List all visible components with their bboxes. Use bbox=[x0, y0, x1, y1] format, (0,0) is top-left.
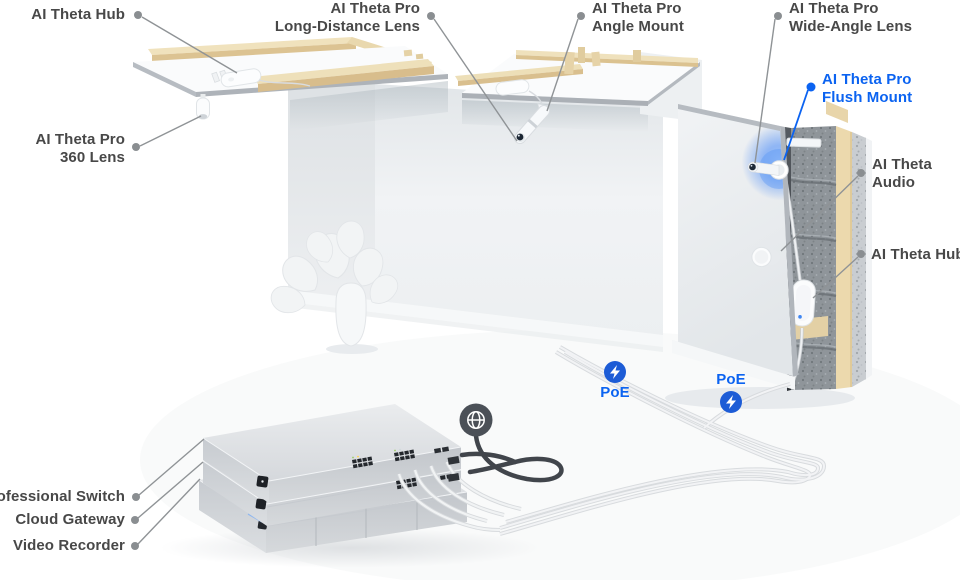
leader-lines bbox=[137, 16, 859, 545]
plant bbox=[266, 219, 404, 354]
baseboard bbox=[672, 340, 795, 390]
label-cloud-gateway: Cloud Gateway bbox=[15, 511, 125, 528]
label-ai-theta-pro-wide-angle-lens: AI Theta Pro Wide-Angle Lens bbox=[789, 0, 913, 35]
label-ai-theta-pro-flush-mount: AI Theta Pro Flush Mount bbox=[822, 71, 913, 106]
leader-dots bbox=[131, 11, 865, 550]
poe-badge-2 bbox=[720, 391, 742, 413]
ceiling-hub-device-2 bbox=[495, 79, 530, 96]
professional-switch-unit bbox=[202, 404, 462, 503]
lightning-bolt-icon bbox=[610, 365, 620, 379]
hub-wire bbox=[258, 79, 311, 87]
mount-rail bbox=[786, 137, 822, 148]
label-ai-theta-pro-angle-mount: AI Theta Pro Angle Mount bbox=[592, 0, 684, 35]
ethernet-ports bbox=[352, 446, 450, 469]
label-poe-1: PoE bbox=[600, 384, 630, 401]
angle-mount-camera-device bbox=[514, 103, 550, 144]
center-wall bbox=[288, 77, 663, 352]
vase bbox=[335, 282, 367, 347]
ceiling-hub-device bbox=[220, 68, 262, 88]
wall-stud bbox=[836, 126, 852, 389]
lens-360-device bbox=[196, 94, 210, 120]
label-ai-theta-hub-ceiling: AI Theta Hub bbox=[31, 6, 125, 23]
outer-sheathing bbox=[866, 138, 872, 379]
poe-badge-1 bbox=[604, 361, 626, 383]
leader-line-flush-mount bbox=[783, 89, 809, 161]
right-wall-cutaway bbox=[665, 101, 872, 409]
label-ai-theta-audio: AI Theta Audio bbox=[872, 156, 932, 191]
patch-cables bbox=[397, 461, 522, 532]
label-poe-2: PoE bbox=[716, 371, 746, 388]
label-ai-theta-hub-wall: AI Theta Hub bbox=[871, 246, 960, 263]
wall-hub-device bbox=[790, 279, 816, 327]
label-ai-theta-pro-long-distance-lens: AI Theta Pro Long-Distance Lens bbox=[274, 0, 420, 35]
leader-dot-flush-mount bbox=[806, 82, 816, 92]
floor-cables bbox=[499, 345, 827, 536]
label-professional-switch: Professional Switch bbox=[0, 488, 125, 505]
label-ai-theta-pro-360-lens: AI Theta Pro 360 Lens bbox=[35, 131, 125, 166]
audio-device bbox=[751, 246, 780, 268]
device-screen bbox=[255, 498, 267, 510]
internet-cable bbox=[447, 433, 564, 483]
label-video-recorder: Video Recorder bbox=[13, 537, 125, 554]
internet-globe-icon bbox=[459, 403, 493, 437]
middle-ceiling bbox=[455, 47, 700, 144]
top-plate bbox=[826, 101, 848, 123]
wide-angle-lens-device bbox=[747, 160, 789, 180]
hub-wire-2 bbox=[528, 90, 543, 105]
lightning-bolt-icon bbox=[726, 395, 736, 409]
